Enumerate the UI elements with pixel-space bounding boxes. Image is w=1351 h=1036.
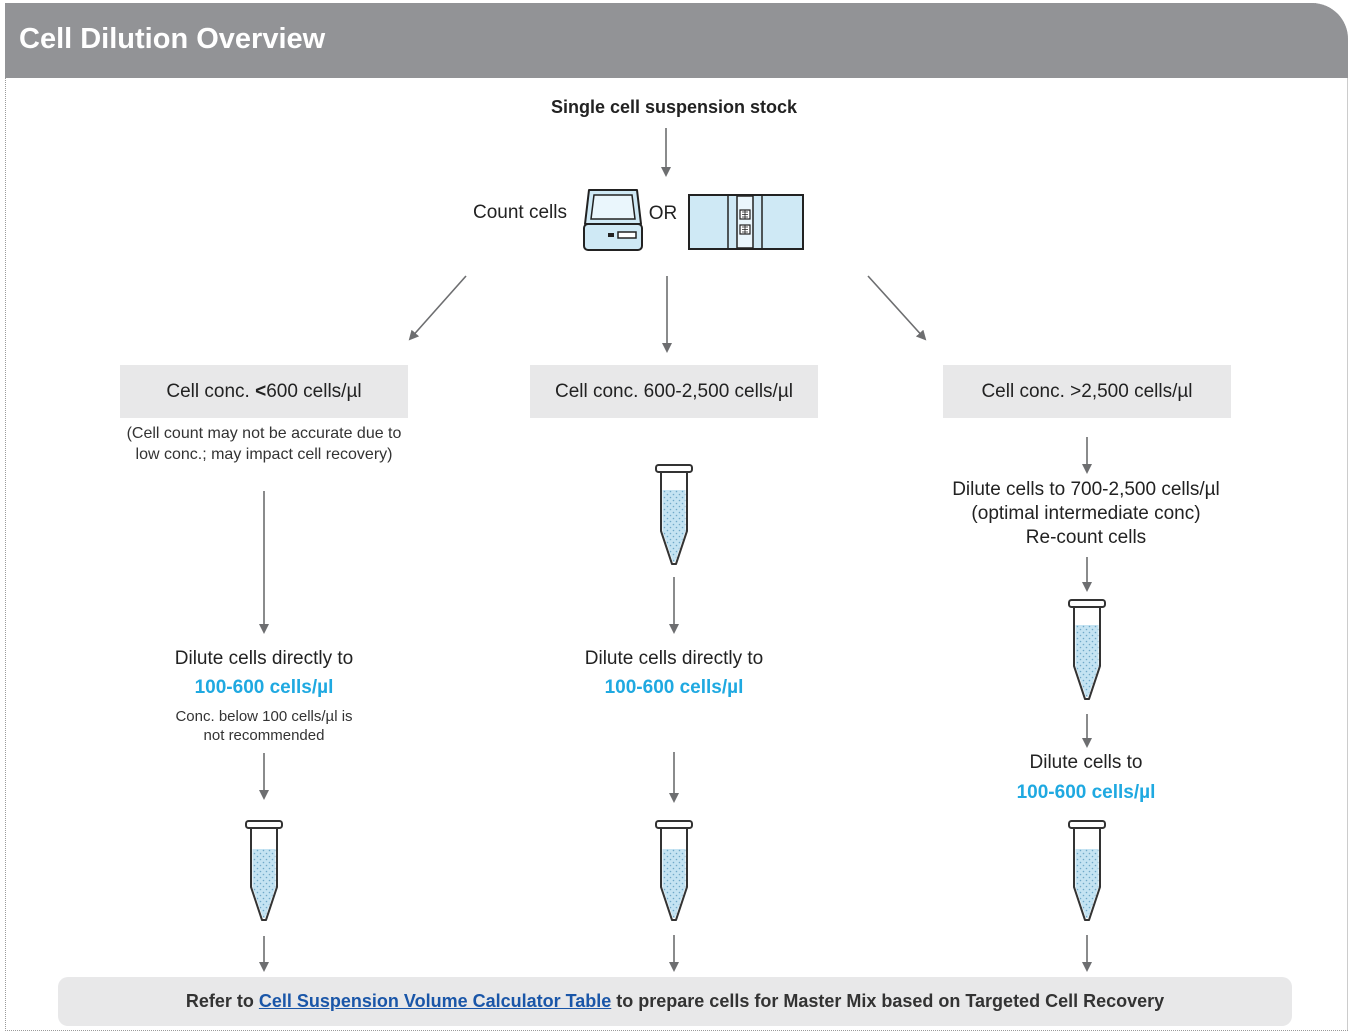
footer-prefix: Refer to — [185, 991, 259, 1011]
low-warn-line1: Conc. below 100 cells/µl is — [175, 708, 353, 725]
mid-conc-box: Cell conc. 600-2,500 cells/µl — [530, 365, 818, 418]
hemocytometer-slide-icon — [688, 194, 804, 250]
high-dilute-text: Dilute cells to — [1029, 752, 1143, 773]
page-title: Cell Dilution Overview — [19, 23, 326, 55]
high-target: 100-600 cells/µl — [1016, 782, 1156, 803]
header-bar: Cell Dilution Overview — [5, 3, 1348, 78]
microcentrifuge-tube-icon — [655, 464, 693, 565]
low-note-line2: low conc.; may impact cell recovery) — [135, 446, 393, 463]
low-conc-prefix: Cell conc. — [166, 380, 256, 402]
or-label: OR — [648, 203, 678, 224]
arrow-to-low — [408, 275, 467, 341]
high-step-line2: (optimal intermediate conc) — [971, 503, 1201, 524]
footer-suffix: to prepare cells for Master Mix based on… — [611, 991, 1165, 1011]
calculator-table-link[interactable]: Cell Suspension Volume Calculator Table — [258, 991, 612, 1011]
count-cells-label: Count cells — [473, 202, 567, 223]
low-conc-suffix: 600 cells/µl — [266, 380, 362, 402]
stock-label: Single cell suspension stock — [550, 97, 798, 117]
low-warn-line2: not recommended — [203, 727, 325, 744]
high-step-line3: Re-count cells — [1025, 527, 1147, 548]
automated-cell-counter-icon — [583, 189, 643, 251]
microcentrifuge-tube-icon — [1068, 599, 1106, 700]
microcentrifuge-tube-icon — [245, 820, 283, 921]
microcentrifuge-tube-icon — [655, 820, 693, 921]
footer-banner: Refer to Cell Suspension Volume Calculat… — [58, 977, 1292, 1026]
low-note-line1: (Cell count may not be accurate due to — [126, 425, 402, 442]
low-dilute-text: Dilute cells directly to — [174, 648, 354, 669]
mid-target: 100-600 cells/µl — [604, 677, 744, 698]
low-target: 100-600 cells/µl — [194, 677, 334, 698]
high-conc-box: Cell conc. >2,500 cells/µl — [943, 365, 1231, 418]
high-step-line1: Dilute cells to 700-2,500 cells/µl — [952, 479, 1220, 500]
low-conc-box: Cell conc. <600 cells/µl — [120, 365, 408, 418]
microcentrifuge-tube-icon — [1068, 820, 1106, 921]
arrow-to-high — [867, 275, 927, 341]
mid-dilute-text: Dilute cells directly to — [584, 648, 764, 669]
low-conc-symbol: < — [255, 380, 267, 402]
